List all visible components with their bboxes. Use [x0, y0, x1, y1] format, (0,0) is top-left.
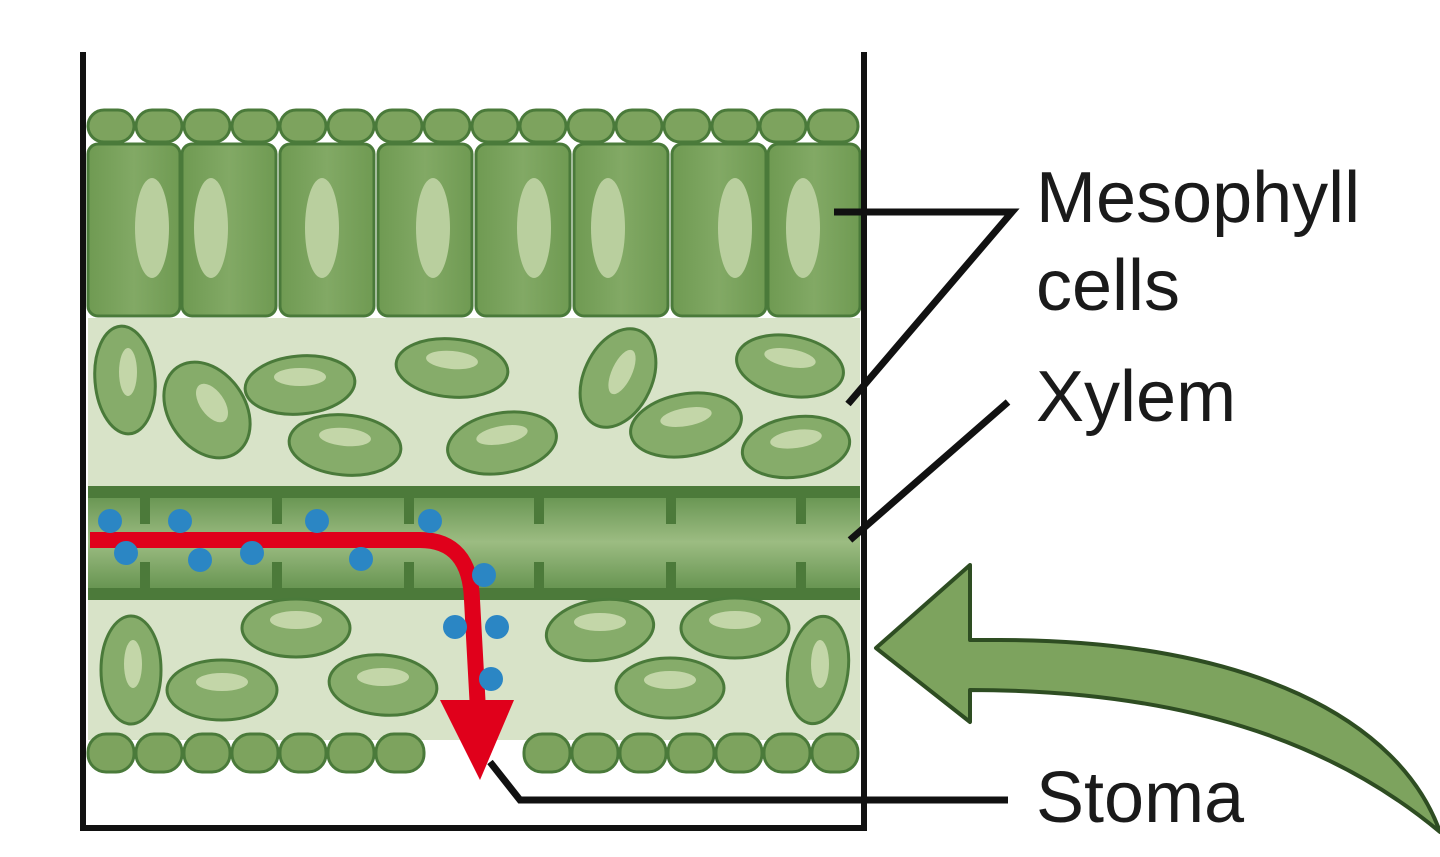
- stoma-label: Stoma: [1036, 758, 1245, 838]
- light-arrow: [874, 563, 1440, 834]
- palisade-layer: [86, 142, 862, 318]
- mesophyll-label-line2: cells: [1036, 246, 1180, 326]
- water-flow-arrow: [90, 532, 514, 780]
- upper-epidermis: [86, 108, 860, 144]
- spongy-highlights-upper: [119, 348, 822, 449]
- lower-epidermis: [86, 732, 860, 774]
- stoma-leader: [487, 759, 1008, 804]
- diagram-frame: [80, 52, 867, 831]
- spongy-highlights-lower: [124, 611, 829, 691]
- xylem-label: Xylem: [1036, 357, 1236, 437]
- xylem-leader: [847, 399, 1011, 543]
- mesophyll-leader: [834, 208, 1020, 407]
- mesophyll-label-line1: Mesophyll: [1036, 158, 1360, 238]
- water-molecules: [98, 509, 509, 691]
- leader-lines: [487, 208, 1020, 804]
